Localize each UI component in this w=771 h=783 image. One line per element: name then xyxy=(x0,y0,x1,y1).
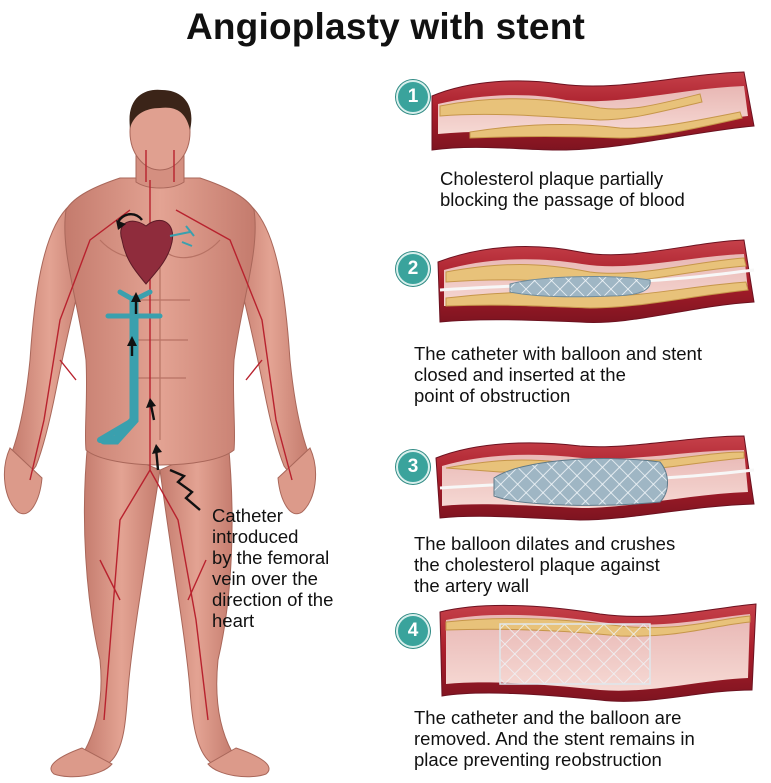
step-1-caption: Cholesterol plaque partially blocking th… xyxy=(440,168,685,210)
step-1-badge: 1 xyxy=(396,80,430,114)
closed-stent-2 xyxy=(509,276,651,298)
arterial-network xyxy=(29,150,293,721)
step-4-badge: 4 xyxy=(396,614,430,648)
human-body xyxy=(4,89,316,778)
plaque-1-lower xyxy=(469,111,743,139)
right-foot xyxy=(207,747,270,778)
step-4-caption: The catheter and the balloon are removed… xyxy=(414,707,695,770)
step-2-badge: 2 xyxy=(396,252,430,286)
heart xyxy=(120,220,195,285)
hair xyxy=(129,89,192,130)
catheter-arrowheads xyxy=(116,220,162,454)
expanded-stent-3 xyxy=(493,458,668,506)
artery-step-3 xyxy=(435,435,755,521)
artery-step-4 xyxy=(439,603,757,702)
stent-4 xyxy=(499,623,651,685)
right-hand xyxy=(277,447,316,515)
left-foot xyxy=(50,747,113,778)
venous-system xyxy=(97,289,163,445)
left-leg xyxy=(82,439,161,766)
plaque-1 xyxy=(439,93,703,121)
step-2-caption: The catheter with balloon and stent clos… xyxy=(414,343,702,406)
step-3-badge: 3 xyxy=(396,450,430,484)
diagram-title: Angioplasty with stent xyxy=(185,6,586,47)
artery-step-1 xyxy=(431,71,755,151)
catheter-annotation: Catheter introduced by the femoral vein … xyxy=(212,505,334,631)
artery-step-2 xyxy=(437,239,755,324)
step-3-caption: The balloon dilates and crushes the chol… xyxy=(414,533,676,596)
left-hand xyxy=(4,447,43,515)
